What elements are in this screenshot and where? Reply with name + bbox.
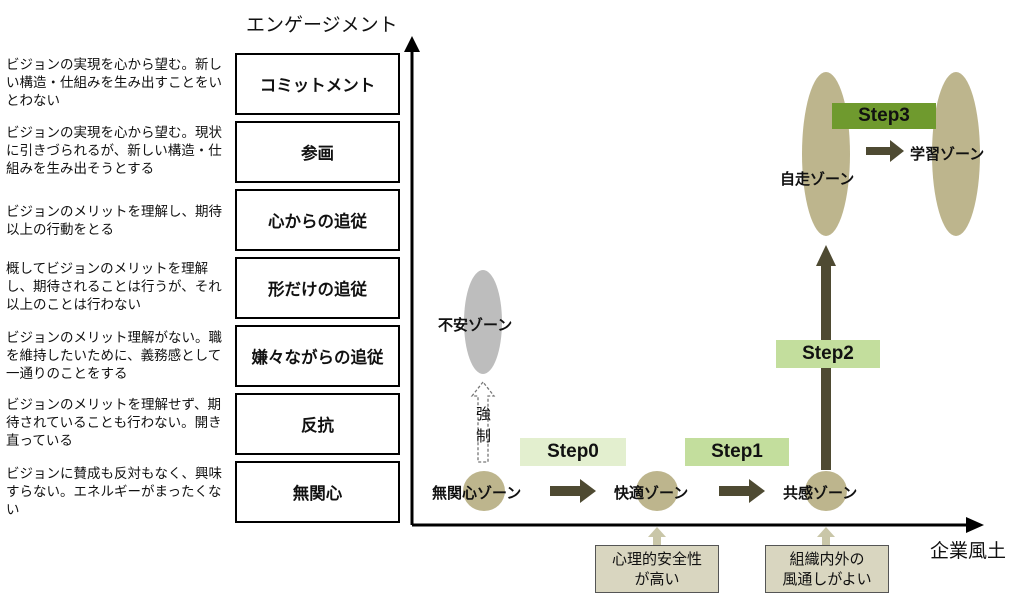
safety-condition-box: 心理的安全性 が高い [595,545,719,593]
step2-arrow-icon [816,245,836,266]
step1-label: Step1 [685,438,789,466]
level-desc-formal-compliance: 概してビジョンのメリットを理解し、期待されることは行うが、それ以上のことは行わな… [6,261,222,313]
safety-condition-arrow-icon [648,527,666,546]
kaiteki-zone-label: 快適ゾーン [614,484,689,502]
kyokan-zone-ellipse [805,471,847,511]
level-box-noncompliance: 反抗 [235,393,400,455]
jiso-zone-label: 自走ゾーン [780,170,855,188]
safety-condition-line-2: が高い [634,570,680,588]
x-axis-arrowhead [966,517,984,533]
openness-condition-line-2: 風通しがよい [782,570,872,588]
level-box-participation: 参画 [235,121,400,183]
x-axis-title: 企業風土 [930,540,1007,562]
fuan-zone-ellipse [464,270,502,374]
level-desc-genuine-compliance: ビジョンのメリットを理解し、期待以上の行動をとる [6,204,222,238]
fuan-zone-label: 不安ゾーン [438,316,513,334]
force-label-char-1: 強 [476,405,492,423]
level-desc-grudging-compliance: ビジョンのメリット理解がない。職を維持したいために、義務感として一通りのことをす… [6,330,222,382]
safety-condition-line-1: 心理的安全性 [611,550,702,568]
y-axis-title: エンゲージメント [246,14,398,36]
level-box-genuine-compliance: 心からの追従 [235,189,400,251]
jiso-zone-ellipse [802,72,850,236]
openness-condition-arrow-icon [817,527,835,546]
level-box-formal-compliance: 形だけの追従 [235,257,400,319]
level-desc-commitment: ビジョンの実現を心から望む。新しい構造・仕組みを生み出すことをいとわない [6,57,222,109]
level-desc-participation: ビジョンの実現を心から望む。現状に引きづられるが、新しい構造・仕組みを生み出そう… [6,125,222,177]
level-box-apathy: 無関心 [235,461,400,523]
step0-arrow-icon [550,479,596,503]
openness-condition-line-1: 組織内外の [789,550,865,568]
level-desc-noncompliance: ビジョンのメリットを理解せず、期待されていることも行わない。開き直っている [6,397,222,449]
kyokan-zone-label: 共感ゾーン [783,484,858,502]
step2-label: Step2 [776,340,880,368]
gakushu-zone-ellipse [932,72,980,236]
force-arrow-icon [470,380,496,463]
force-label-char-2: 制 [476,427,492,445]
gakushu-zone-label: 学習ゾーン [910,145,985,163]
openness-condition-box: 組織内外の 風通しがよい [765,545,889,593]
mukanshin-zone-label: 無関心ゾーン [432,484,522,502]
level-box-grudging-compliance: 嫌々ながらの追従 [235,325,400,387]
level-box-commitment: コミットメント [235,53,400,115]
y-axis-arrowhead [404,36,420,52]
step1-arrow-icon [719,479,765,503]
kaiteki-zone-ellipse [636,471,678,511]
step3-arrow-icon [866,140,904,162]
mukanshin-zone-ellipse [463,471,505,511]
step0-label: Step0 [520,438,626,466]
level-desc-apathy: ビジョンに賛成も反対もなく、興味すらない。エネルギーがまったくない [6,466,222,518]
step3-label: Step3 [832,103,936,129]
